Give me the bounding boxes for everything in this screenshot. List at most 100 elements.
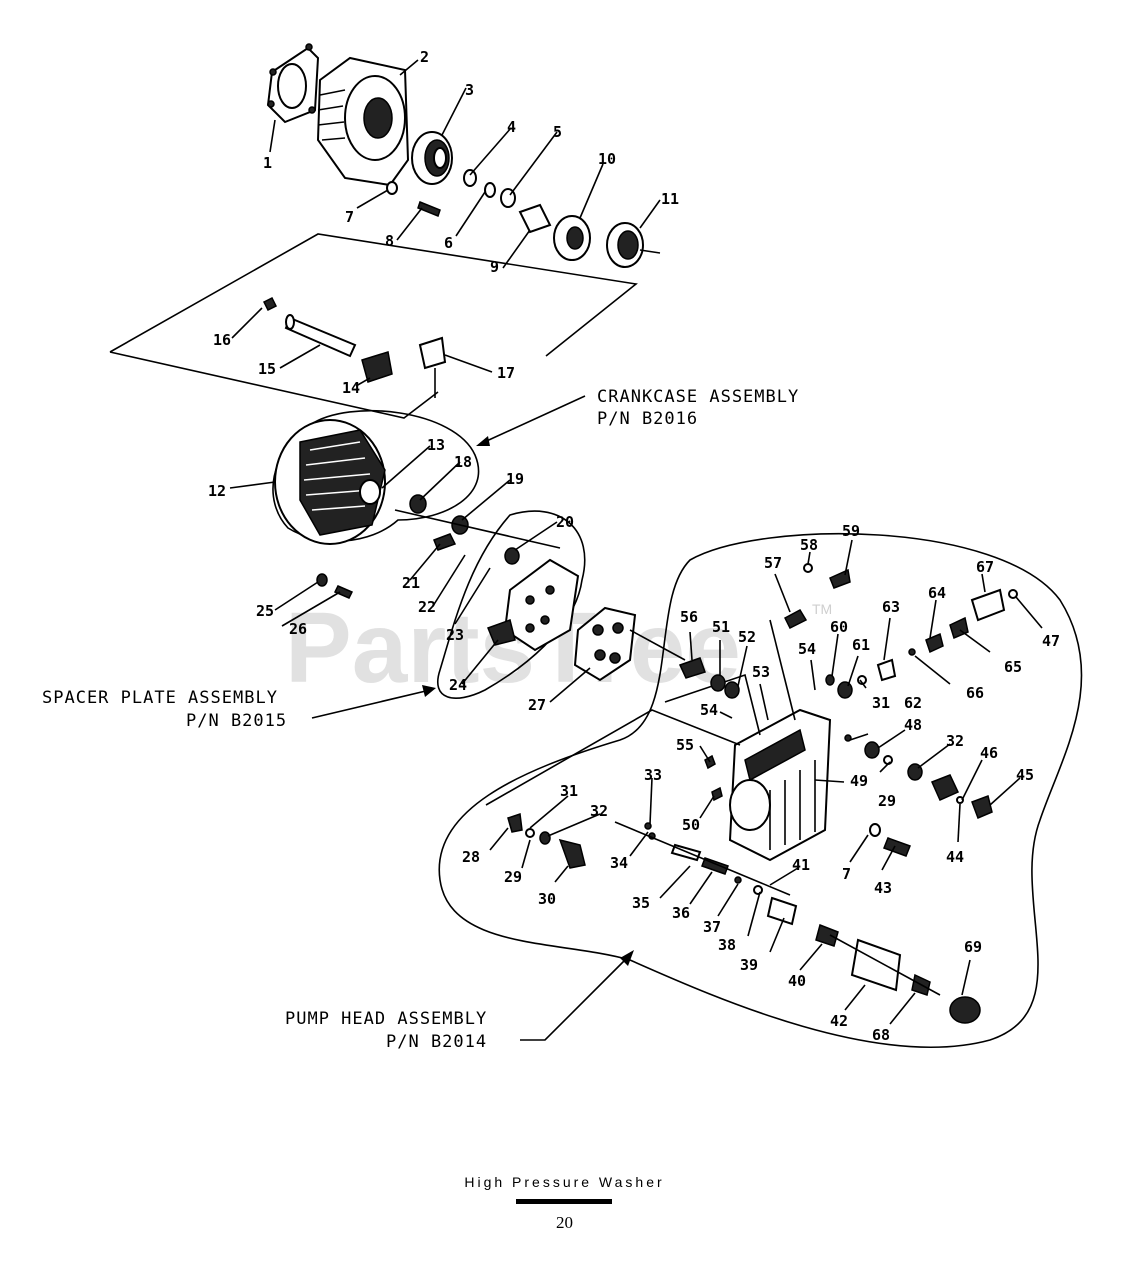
callout-13: 13 <box>427 436 445 454</box>
pump-head-body <box>728 708 832 862</box>
callout-34: 34 <box>610 854 628 872</box>
callout-14: 14 <box>342 379 360 397</box>
callout-67: 67 <box>976 558 994 576</box>
callout-53: 53 <box>752 663 770 681</box>
callout-63: 63 <box>882 598 900 616</box>
callout-41: 41 <box>792 856 810 874</box>
watermark-tm: TM <box>812 601 832 617</box>
callout-15: 15 <box>258 360 276 378</box>
group-frame-top <box>109 233 638 357</box>
callout-32: 32 <box>590 802 608 820</box>
group-frame-bottom <box>109 351 439 419</box>
callout-8: 8 <box>385 232 394 250</box>
callout-54b: 54 <box>798 640 816 658</box>
callout-5: 5 <box>553 123 562 141</box>
callout-38: 38 <box>718 936 736 954</box>
callout-numbers: 1 2 3 4 5 6 7 8 9 10 11 12 13 14 15 16 1… <box>208 48 1060 1044</box>
footer-divider <box>516 1199 612 1204</box>
callout-42: 42 <box>830 1012 848 1030</box>
callout-9: 9 <box>490 258 499 276</box>
callout-21: 21 <box>402 574 420 592</box>
spacer-plate-assembly-name: SPACER PLATE ASSEMBLY <box>42 688 278 708</box>
callout-29-upper: 29 <box>878 792 896 810</box>
spacer-plate-leader <box>311 689 431 719</box>
pump-head-parts <box>507 563 1018 1024</box>
callout-64: 64 <box>928 584 946 602</box>
spacer-plate-outline <box>437 510 586 699</box>
pump-head-assembly-pn: P/N B2014 <box>386 1032 487 1052</box>
callout-62: 62 <box>904 694 922 712</box>
callout-28: 28 <box>462 848 480 866</box>
pump-head-assembly-name: PUMP HEAD ASSEMBLY <box>285 1009 487 1029</box>
callout-31: 31 <box>560 782 578 800</box>
callout-39: 39 <box>740 956 758 974</box>
callout-49: 49 <box>850 772 868 790</box>
callout-30: 30 <box>538 890 556 908</box>
callout-36: 36 <box>672 904 690 922</box>
callout-65: 65 <box>1004 658 1022 676</box>
callout-10: 10 <box>598 150 616 168</box>
callout-56: 56 <box>680 608 698 626</box>
callout-31-upper: 31 <box>872 694 890 712</box>
callout-60: 60 <box>830 618 848 636</box>
callout-35: 35 <box>632 894 650 912</box>
crankcase-assembly-name: CRANKCASE ASSEMBLY <box>597 387 799 407</box>
callout-50: 50 <box>682 816 700 834</box>
callout-leaders <box>229 59 1043 1025</box>
pump-head-leader <box>520 954 631 1041</box>
callout-43: 43 <box>874 879 892 897</box>
callout-58: 58 <box>800 536 818 554</box>
callout-16: 16 <box>213 331 231 349</box>
callout-26: 26 <box>289 620 307 638</box>
callout-6: 6 <box>444 234 453 252</box>
callout-29: 29 <box>504 868 522 886</box>
spacer-plate-body <box>487 558 580 652</box>
callout-44: 44 <box>946 848 964 866</box>
footer-title: High Pressure Washer <box>464 1174 665 1190</box>
callout-57: 57 <box>764 554 782 572</box>
callout-23: 23 <box>446 626 464 644</box>
callout-22: 22 <box>418 598 436 616</box>
callout-3: 3 <box>465 81 474 99</box>
crankcase-outline <box>272 409 480 542</box>
callout-37: 37 <box>703 918 721 936</box>
callout-54a: 54 <box>700 701 718 719</box>
callout-46: 46 <box>980 744 998 762</box>
callout-11: 11 <box>661 190 679 208</box>
callout-25: 25 <box>256 602 274 620</box>
callout-33: 33 <box>644 766 662 784</box>
callout-7: 7 <box>345 208 354 226</box>
callout-40: 40 <box>788 972 806 990</box>
callout-24: 24 <box>449 676 467 694</box>
callout-17: 17 <box>497 364 515 382</box>
crankcase-leader <box>479 395 586 445</box>
callout-18: 18 <box>454 453 472 471</box>
callout-19: 19 <box>506 470 524 488</box>
crankcase-assembly-pn: P/N B2016 <box>597 409 698 429</box>
shaft-group <box>262 296 447 398</box>
callout-7-lower: 7 <box>842 865 851 883</box>
callout-48: 48 <box>904 716 922 734</box>
callout-59: 59 <box>842 522 860 540</box>
callout-51: 51 <box>712 618 730 636</box>
callout-27: 27 <box>528 696 546 714</box>
callout-12: 12 <box>208 482 226 500</box>
callout-47: 47 <box>1042 632 1060 650</box>
spacer-plate-assembly-pn: P/N B2015 <box>186 711 287 731</box>
callout-66: 66 <box>966 684 984 702</box>
callout-45: 45 <box>1016 766 1034 784</box>
callout-55: 55 <box>676 736 694 754</box>
callout-20: 20 <box>556 513 574 531</box>
pump-head-outline <box>438 532 1083 1048</box>
callout-4: 4 <box>507 118 516 136</box>
callout-2: 2 <box>420 48 429 66</box>
gearbox-group <box>266 43 661 268</box>
crankcase-body <box>274 419 386 545</box>
callout-32-upper: 32 <box>946 732 964 750</box>
callout-69: 69 <box>964 938 982 956</box>
callout-61: 61 <box>852 636 870 654</box>
callout-68: 68 <box>872 1026 890 1044</box>
page-number: 20 <box>556 1213 573 1232</box>
callout-52: 52 <box>738 628 756 646</box>
